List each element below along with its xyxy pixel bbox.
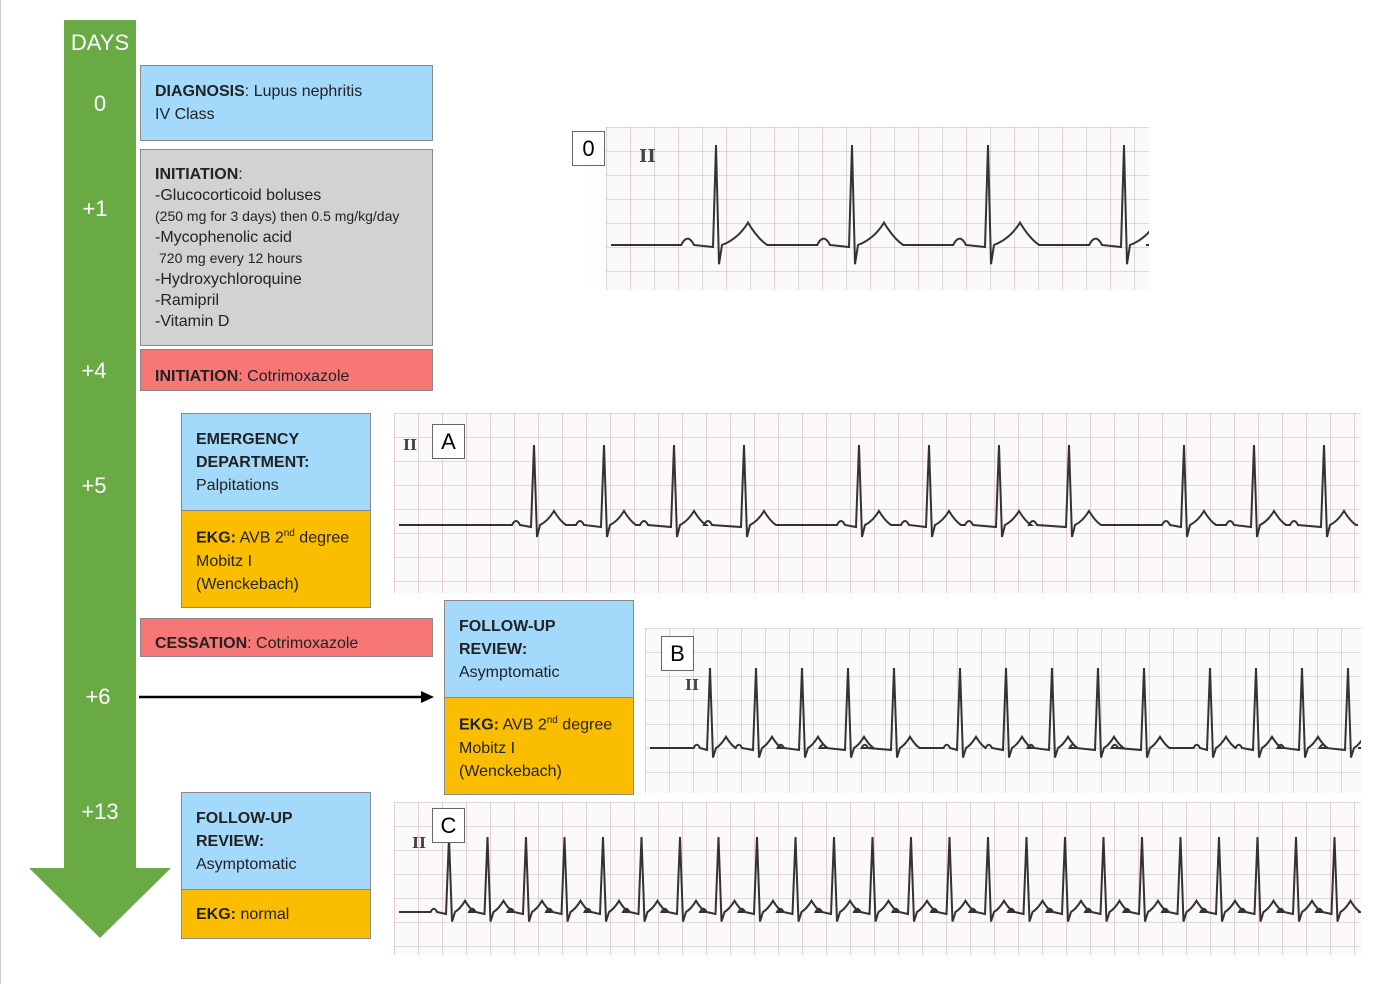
- drug-item: -Mycophenolic acid: [155, 228, 292, 246]
- ecg-label: B: [661, 636, 694, 671]
- followup-c-box: FOLLOW-UP REVIEW: Asymptomatic: [181, 792, 371, 890]
- ecg-label: C: [432, 808, 465, 843]
- label: EKG:: [196, 529, 236, 547]
- cotrimoxazole-stop-box: CESSATION: Cotrimoxazole: [140, 618, 433, 657]
- day-label: +4: [81, 358, 107, 383]
- diagnosis-label: DIAGNOSIS: [155, 83, 245, 100]
- lead-label: II: [412, 834, 427, 852]
- ecg-strip-baseline: [606, 127, 1149, 290]
- days-title: DAYS: [70, 30, 130, 55]
- text: Mobitz I: [196, 552, 253, 570]
- arrow-to-followup: [139, 691, 434, 703]
- diagnosis-class: IV Class: [155, 106, 215, 123]
- title: REVIEW:: [459, 640, 528, 658]
- initiation-box: INITIATION: -Glucocorticoid boluses (250…: [140, 149, 433, 346]
- label: CESSATION: [155, 635, 248, 652]
- title: FOLLOW-UP: [196, 809, 293, 827]
- drug-item: -Glucocorticoid boluses: [155, 186, 322, 204]
- ekg-b-box: EKG: AVB 2nd degree Mobitz I (Wenckebach…: [444, 697, 634, 795]
- text: (Wenckebach): [196, 575, 299, 593]
- ekg-c-box: EKG: normal: [181, 889, 371, 939]
- status: Asymptomatic: [196, 855, 297, 873]
- ecg-trace: [399, 836, 1361, 922]
- ecg-trace: [399, 444, 1358, 538]
- label: EKG:: [196, 905, 236, 923]
- ecg-strip-a: [394, 413, 1361, 593]
- ecg-label: A: [432, 424, 465, 459]
- sup: nd: [546, 715, 558, 727]
- day-label: +5: [81, 473, 107, 498]
- text: degree: [294, 529, 350, 547]
- title: EMERGENCY: [196, 430, 300, 448]
- day-label: +1: [82, 196, 108, 221]
- text: normal: [236, 905, 290, 923]
- ecg-strip-c: [394, 802, 1361, 955]
- ekg-a-box: EKG: AVB 2nd degree Mobitz I (Wenckebach…: [181, 510, 371, 608]
- label: INITIATION: [155, 367, 239, 385]
- day-label: +13: [81, 799, 119, 824]
- timeline-arrow-shaft: [64, 20, 136, 870]
- colon: :: [238, 165, 243, 183]
- ecg-strip-b: [645, 628, 1361, 793]
- ecg-trace: [611, 144, 1149, 265]
- text: (Wenckebach): [459, 762, 562, 780]
- followup-b-box: FOLLOW-UP REVIEW: Asymptomatic: [444, 600, 634, 698]
- cotrimoxazole-start-box: INITIATION: Cotrimoxazole: [140, 349, 433, 391]
- text: : Cotrimoxazole: [247, 635, 359, 652]
- diagnosis-box: DIAGNOSIS: Lupus nephritis IV Class: [140, 65, 433, 141]
- text: AVB 2: [499, 716, 547, 734]
- lead-label: II: [403, 436, 418, 454]
- label: EKG:: [459, 716, 499, 734]
- title: DEPARTMENT:: [196, 453, 310, 471]
- drug-item: -Hydroxychloroquine: [155, 270, 302, 288]
- ecg-trace: [650, 667, 1361, 758]
- day-label: 0: [93, 91, 107, 116]
- drug-item: -Vitamin D: [155, 312, 230, 330]
- title: REVIEW:: [196, 832, 265, 850]
- lead-label: II: [685, 676, 700, 694]
- day-label: +6: [85, 684, 111, 709]
- symptom: Palpitations: [196, 476, 279, 494]
- timeline-arrow-head: [29, 868, 171, 938]
- drug-dose: (250 mg for 3 days) then 0.5 mg/kg/day: [155, 207, 400, 224]
- text: degree: [557, 716, 613, 734]
- emergency-box: EMERGENCY DEPARTMENT: Palpitations: [181, 413, 371, 511]
- text: : Cotrimoxazole: [238, 367, 350, 385]
- status: Asymptomatic: [459, 663, 560, 681]
- drug-item: -Ramipril: [155, 291, 219, 309]
- title: FOLLOW-UP: [459, 617, 556, 635]
- lead-label: II: [639, 146, 656, 167]
- text: AVB 2: [236, 529, 284, 547]
- text: Mobitz I: [459, 739, 516, 757]
- ecg-label: 0: [572, 131, 605, 166]
- drug-dose: 720 mg every 12 hours: [159, 249, 303, 266]
- diagnosis-text: : Lupus nephritis: [244, 83, 363, 100]
- initiation-label: INITIATION: [155, 165, 239, 183]
- sup: nd: [283, 528, 295, 540]
